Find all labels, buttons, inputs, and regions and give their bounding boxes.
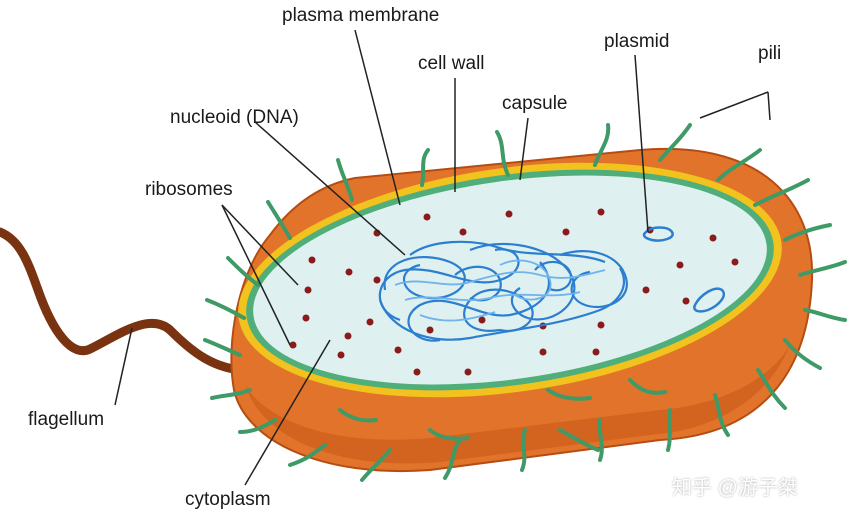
label-plasmid: plasmid <box>604 31 670 52</box>
cytoplasm <box>253 175 767 385</box>
label-ribosomes: ribosomes <box>145 179 233 200</box>
pili-group <box>203 123 847 482</box>
watermark: 知乎 @游子桀 <box>672 477 798 499</box>
plasmid-lower <box>693 287 725 313</box>
flagellum <box>0 227 257 375</box>
label-pili: pili <box>758 43 782 64</box>
label-nucleoid: nucleoid (DNA) <box>170 107 299 128</box>
nucleoid-dna-light <box>394 259 606 322</box>
label-cell-wall: cell wall <box>418 53 485 74</box>
leader-lines <box>114 29 771 486</box>
label-flagellum: flagellum <box>28 409 105 430</box>
capsule-shade <box>245 345 790 464</box>
label-capsule: capsule <box>502 93 568 114</box>
plasmid-upper <box>642 226 674 242</box>
label-plasma-membrane: plasma membrane <box>282 5 440 26</box>
label-cytoplasm: cytoplasm <box>185 489 271 510</box>
